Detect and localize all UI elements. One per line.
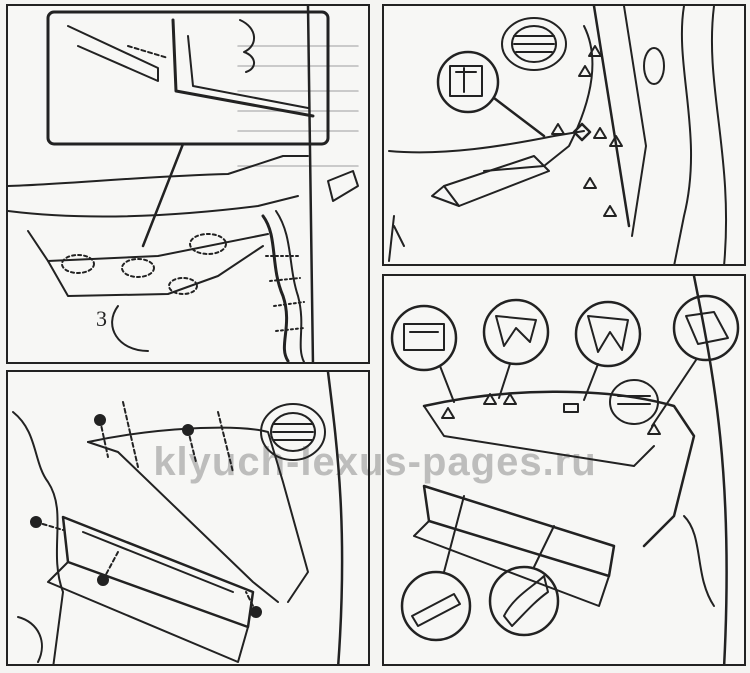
air-vent	[501, 17, 567, 71]
speaker-grille	[643, 47, 665, 85]
door-seal-edge	[683, 515, 715, 607]
air-vent	[260, 403, 326, 461]
pedal-area-edge	[17, 616, 43, 663]
glove-box	[422, 484, 616, 578]
clip-holes	[61, 233, 227, 295]
bottom-clip-callouts	[400, 565, 560, 642]
harness-texture	[265, 255, 305, 332]
panel-1-illustration	[8, 6, 359, 362]
panel-vent-clip-callout	[382, 4, 746, 266]
door-inner-edge	[711, 6, 727, 264]
clip-spring	[239, 19, 255, 73]
dash-middle-edge	[8, 195, 299, 218]
clip-callout-6	[488, 565, 560, 637]
clip-markers	[441, 393, 661, 435]
panel-4-illustration	[390, 276, 740, 664]
a-pillar-edge	[592, 6, 631, 228]
door-edge	[673, 6, 693, 264]
clip-callout-2	[482, 298, 550, 366]
clip-callout-circle	[436, 50, 500, 114]
background-text-lines	[237, 45, 359, 167]
dash-lower-edge	[27, 230, 269, 262]
wiring-harness-edge	[275, 210, 305, 362]
dash-bottom-edge	[47, 245, 264, 297]
air-vent	[609, 379, 659, 425]
dash-trim-lower-edge	[423, 405, 655, 467]
dash-edge	[388, 130, 585, 154]
connector-plug	[327, 170, 359, 202]
panel-glovebox-screws	[6, 370, 370, 666]
clip-insert-guide	[127, 45, 169, 59]
clip-callout-5	[400, 570, 472, 642]
panel-2-illustration	[388, 6, 727, 264]
trim-outline	[483, 25, 594, 172]
glove-box	[61, 515, 255, 629]
dash-upper-edge	[8, 155, 309, 187]
clip-callout-3	[574, 300, 642, 368]
pillar-edge	[306, 6, 315, 362]
panel-dash-trim-clip-callouts	[382, 274, 746, 666]
clip-callout-box	[46, 10, 330, 146]
screw-guide-lines	[35, 401, 257, 613]
panel-3-illustration	[12, 372, 344, 664]
wiring-harness	[261, 214, 290, 362]
clip-slot	[563, 403, 579, 413]
clip-callout-1	[390, 304, 458, 372]
a-pillar-inner	[623, 6, 647, 237]
lower-panel-outline	[87, 426, 309, 603]
clip-detail	[449, 65, 483, 97]
motion-curve	[111, 305, 149, 352]
clip-callout-4	[672, 294, 740, 362]
pillar-edge	[692, 276, 728, 664]
pillar-edge	[326, 372, 344, 664]
clip-tab	[67, 25, 159, 82]
callout-leader-line	[492, 96, 546, 138]
step-label: 3	[96, 306, 107, 331]
screw-marker	[572, 122, 592, 142]
callout-leaders-bottom	[443, 495, 555, 573]
glove-box-rim	[82, 531, 234, 593]
callout-leader-line	[141, 142, 185, 248]
top-clip-callouts	[390, 294, 740, 372]
glove-box-lid	[413, 520, 610, 607]
left-trim-edge	[12, 411, 64, 664]
console-edge	[388, 215, 405, 262]
clip-details-bottom	[411, 575, 549, 627]
callout-leaders-top	[439, 359, 697, 427]
clip-bracket-edge	[187, 35, 309, 109]
removal-arrow	[431, 185, 460, 207]
panel-side-edge	[87, 441, 279, 603]
dash-trim-outline	[422, 390, 696, 548]
trim-strip	[443, 155, 550, 207]
screw-icons	[30, 414, 262, 618]
clip-details-top	[403, 311, 729, 353]
clip-bracket	[171, 18, 315, 118]
panel-lower-dash-clip-callout: 3	[6, 4, 370, 364]
clip-markers	[551, 45, 623, 217]
watermark-text: klyuch-lexus-pages.ru	[153, 440, 597, 484]
